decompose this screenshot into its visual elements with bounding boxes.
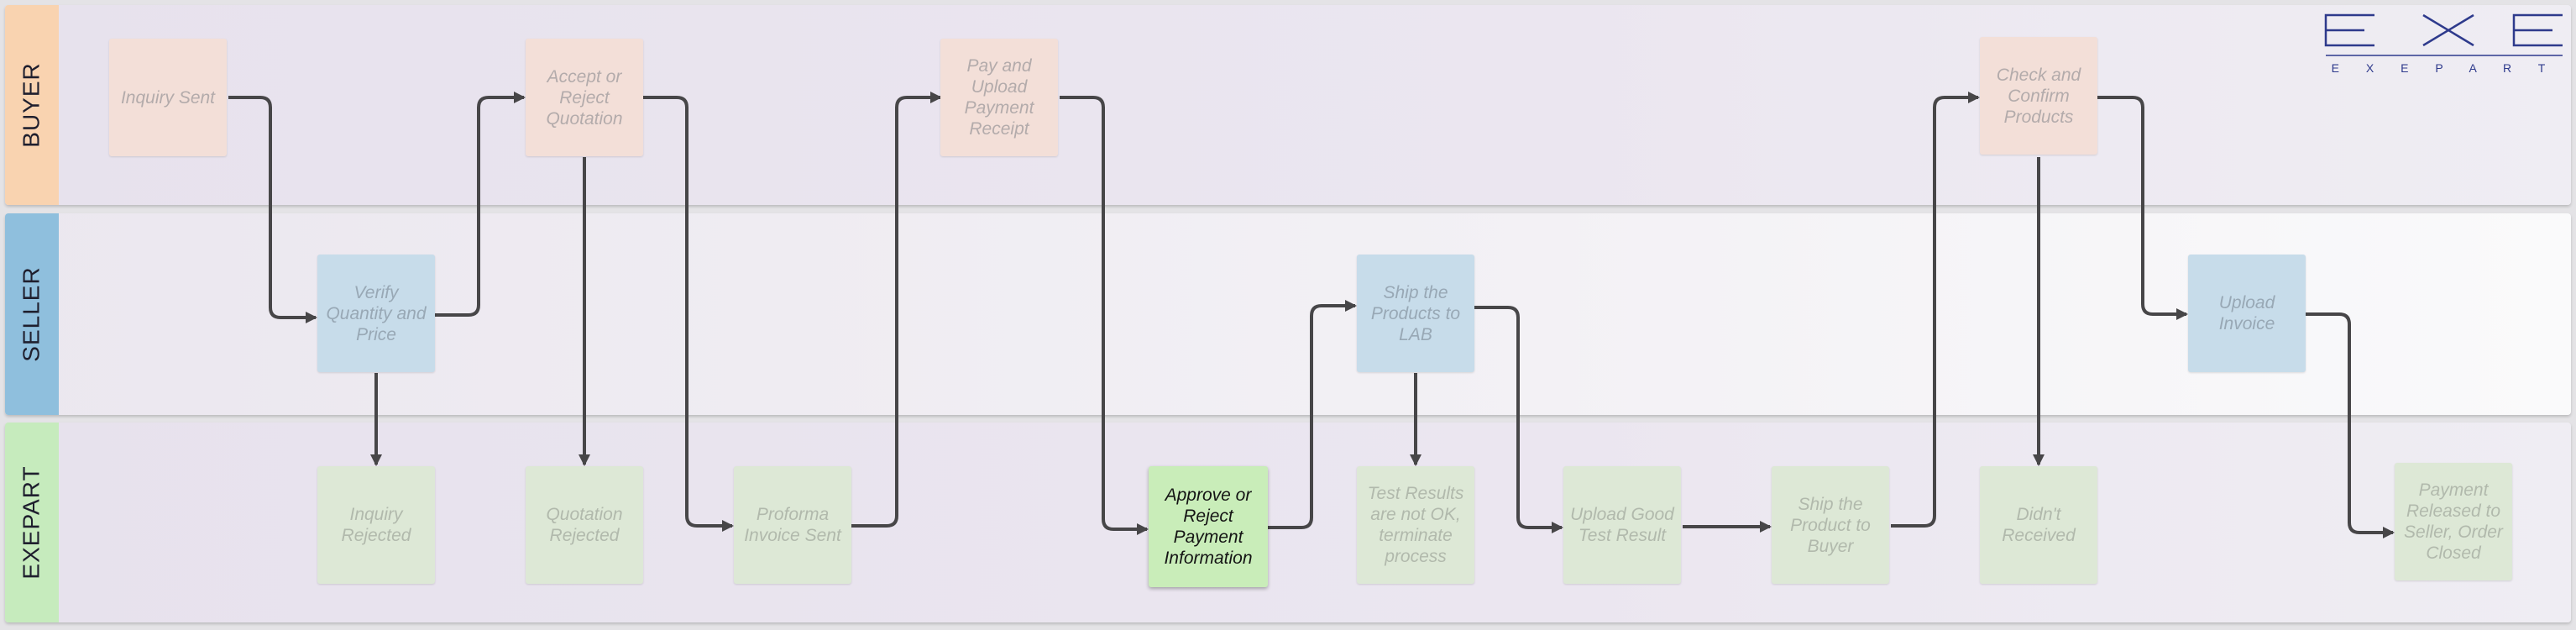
node-label: Didn't Received	[2002, 505, 2076, 545]
node-didnt-received[interactable]: Didn't Received	[1980, 466, 2097, 584]
node-approve-reject-payment[interactable]: Approve or Reject Payment Information	[1149, 466, 1268, 587]
node-label: Proforma Invoice Sent	[744, 505, 841, 545]
node-proforma-invoice-sent[interactable]: Proforma Invoice Sent	[734, 466, 851, 584]
node-upload-invoice[interactable]: Upload Invoice	[2188, 255, 2306, 372]
node-label: Verify Quantity and Price	[326, 282, 427, 344]
logo-tagline: E X E P A R T	[2332, 61, 2558, 75]
node-label: Upload Good Test Result	[1570, 505, 1674, 545]
node-label: Inquiry Sent	[120, 87, 216, 108]
node-label: Pay and Upload Payment Receipt	[964, 56, 1034, 139]
node-quotation-rejected[interactable]: Quotation Rejected	[526, 466, 643, 584]
node-label: Payment Released to Seller, Order Closed	[2404, 480, 2503, 563]
node-pay-upload-receipt[interactable]: Pay and Upload Payment Receipt	[940, 39, 1058, 156]
lane-tab-seller: SELLER	[5, 213, 59, 415]
lane-label-buyer: BUYER	[18, 62, 45, 148]
node-label: Approve or Reject Payment Information	[1164, 486, 1253, 568]
node-label: Inquiry Rejected	[341, 505, 411, 545]
node-inquiry-rejected[interactable]: Inquiry Rejected	[317, 466, 435, 584]
node-upload-good-test-result[interactable]: Upload Good Test Result	[1563, 466, 1681, 584]
node-verify-quantity-price[interactable]: Verify Quantity and Price	[317, 255, 435, 372]
node-label: Upload Invoice	[2218, 293, 2275, 333]
exepart-logo-icon: E X E P A R T	[2324, 13, 2563, 75]
node-inquiry-sent[interactable]: Inquiry Sent	[109, 39, 227, 156]
node-label: Test Results are not OK, terminate proce…	[1367, 484, 1464, 566]
node-ship-products-lab[interactable]: Ship the Products to LAB	[1357, 255, 1474, 372]
lane-tab-exepart: EXEPART	[5, 423, 59, 622]
exepart-logo: E X E P A R T	[2322, 12, 2566, 79]
node-label: Accept or Reject Quotation	[546, 66, 623, 129]
node-test-results-not-ok[interactable]: Test Results are not OK, terminate proce…	[1357, 466, 1474, 584]
node-label: Quotation Rejected	[546, 505, 623, 545]
lane-buyer: BUYER	[5, 5, 2571, 205]
node-accept-reject-quotation[interactable]: Accept or Reject Quotation	[526, 39, 643, 156]
lane-tab-buyer: BUYER	[5, 5, 59, 205]
lane-label-seller: SELLER	[18, 266, 45, 362]
lane-label-exepart: EXEPART	[18, 465, 45, 580]
node-label: Ship the Product to Buyer	[1790, 494, 1871, 556]
node-label: Check and Confirm Products	[1996, 65, 2081, 127]
node-label: Ship the Products to LAB	[1370, 282, 1461, 344]
node-check-confirm-products[interactable]: Check and Confirm Products	[1980, 37, 2097, 155]
node-ship-product-buyer[interactable]: Ship the Product to Buyer	[1772, 466, 1889, 584]
node-payment-released[interactable]: Payment Released to Seller, Order Closed	[2395, 463, 2512, 580]
